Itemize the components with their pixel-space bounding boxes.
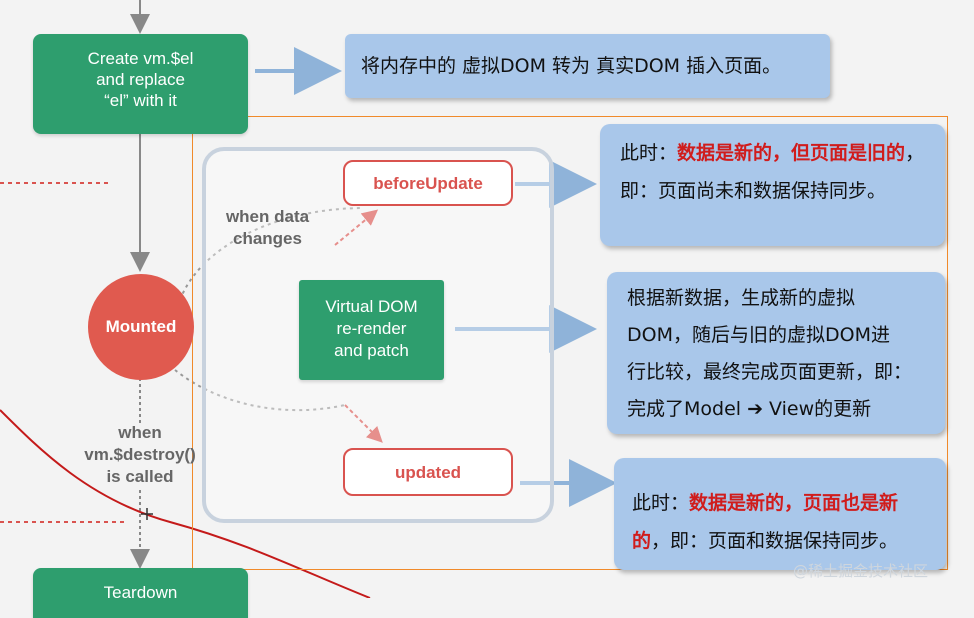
create-el-box: Create vm.$el and replace “el” with it: [33, 34, 248, 134]
top-note: 将内存中的 虚拟DOM 转为 真实DOM 插入页面。: [345, 34, 830, 98]
note1-highlight-1: 数据是新的: [677, 142, 773, 164]
create-el-line-2: and replace: [96, 70, 185, 89]
note3-highlight-1: 数据是新的: [689, 492, 785, 514]
before-update-pill: beforeUpdate: [343, 160, 513, 206]
teardown-box: Teardown: [33, 568, 248, 618]
when-destroy-label: when vm.$destroy() is called: [84, 423, 196, 486]
create-el-line-1: Create vm.$el: [87, 49, 194, 68]
note3-highlight-2: 页面也是新的: [632, 492, 899, 552]
red-annotation-line: [0, 409, 371, 598]
top-note-text: 将内存中的 虚拟DOM 转为 真实DOM 插入页面。: [361, 55, 782, 77]
mounted-label: Mounted: [105, 317, 177, 336]
virtual-dom-box: Virtual DOM re-render and patch: [299, 280, 444, 380]
cursor-crosshair-icon: [141, 508, 153, 520]
note-virtual-dom: 根据新数据，生成新的虚拟 DOM，随后与旧的虚拟DOM进 行比较，最终完成页面更…: [607, 272, 945, 434]
highlight-frame: [192, 116, 948, 570]
mounted-circle: Mounted: [88, 274, 194, 380]
note1-highlight-2: 但页面是旧的: [791, 142, 906, 164]
update-cycle-circle: [179, 207, 361, 301]
arrow-to-updated: [344, 404, 383, 443]
note-updated: 此时：数据是新的，页面也是新的，即：页面和数据保持同步。: [614, 458, 946, 570]
when-data-changes-label: when data changes: [225, 207, 310, 248]
note-before-update: 此时：数据是新的，但页面是旧的，即：页面尚未和数据保持同步。: [600, 124, 945, 246]
watermark: @稀土掘金技术社区: [793, 562, 929, 580]
updated-label: updated: [394, 463, 462, 482]
create-el-line-3: “el” with it: [104, 91, 177, 110]
teardown-label: Teardown: [103, 583, 178, 602]
diagram-connectors: [0, 0, 617, 598]
updated-pill: updated: [343, 448, 513, 496]
before-update-label: beforeUpdate: [373, 174, 483, 193]
arrow-to-before-update: [334, 209, 379, 246]
